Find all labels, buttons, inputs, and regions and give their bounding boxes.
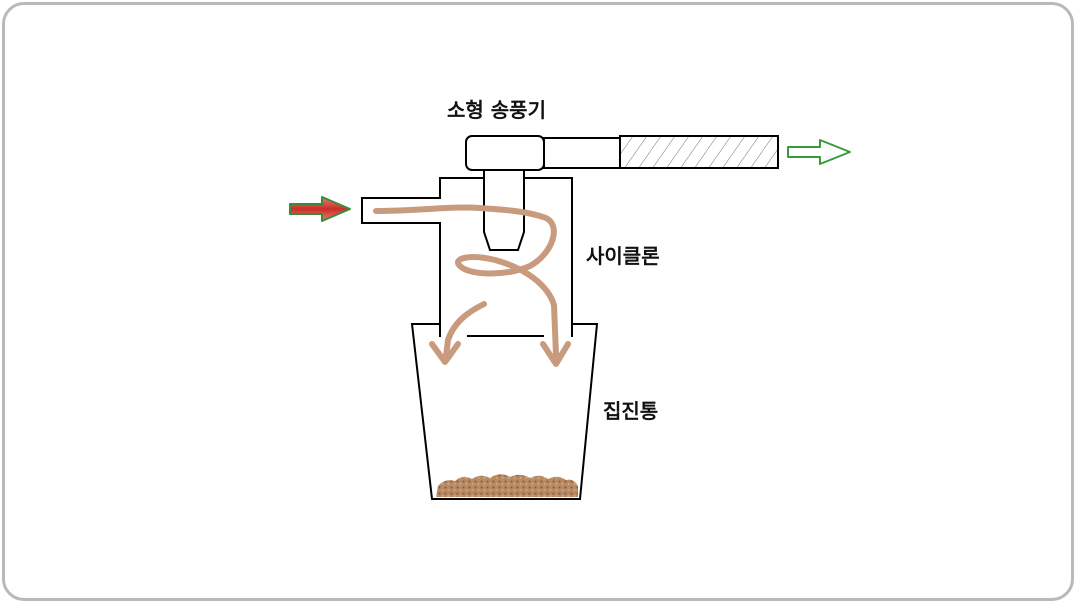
outlet-arrow-icon bbox=[787, 139, 851, 165]
cyclone-label: 사이클론 bbox=[586, 244, 660, 268]
diagram-frame bbox=[2, 2, 1074, 601]
small-blower bbox=[465, 135, 545, 171]
inlet-arrow-icon bbox=[289, 196, 351, 222]
collected-dust bbox=[436, 474, 578, 497]
blower-assembly bbox=[465, 135, 779, 251]
outlet-duct bbox=[543, 137, 621, 169]
dust-bin-label: 집진통 bbox=[603, 399, 658, 423]
cyclone-body bbox=[361, 177, 573, 337]
outlet-filter bbox=[619, 135, 779, 169]
dust-bin bbox=[410, 323, 599, 500]
air-flow-path bbox=[373, 204, 571, 367]
blower-label: 소형 송풍기 bbox=[447, 98, 546, 122]
